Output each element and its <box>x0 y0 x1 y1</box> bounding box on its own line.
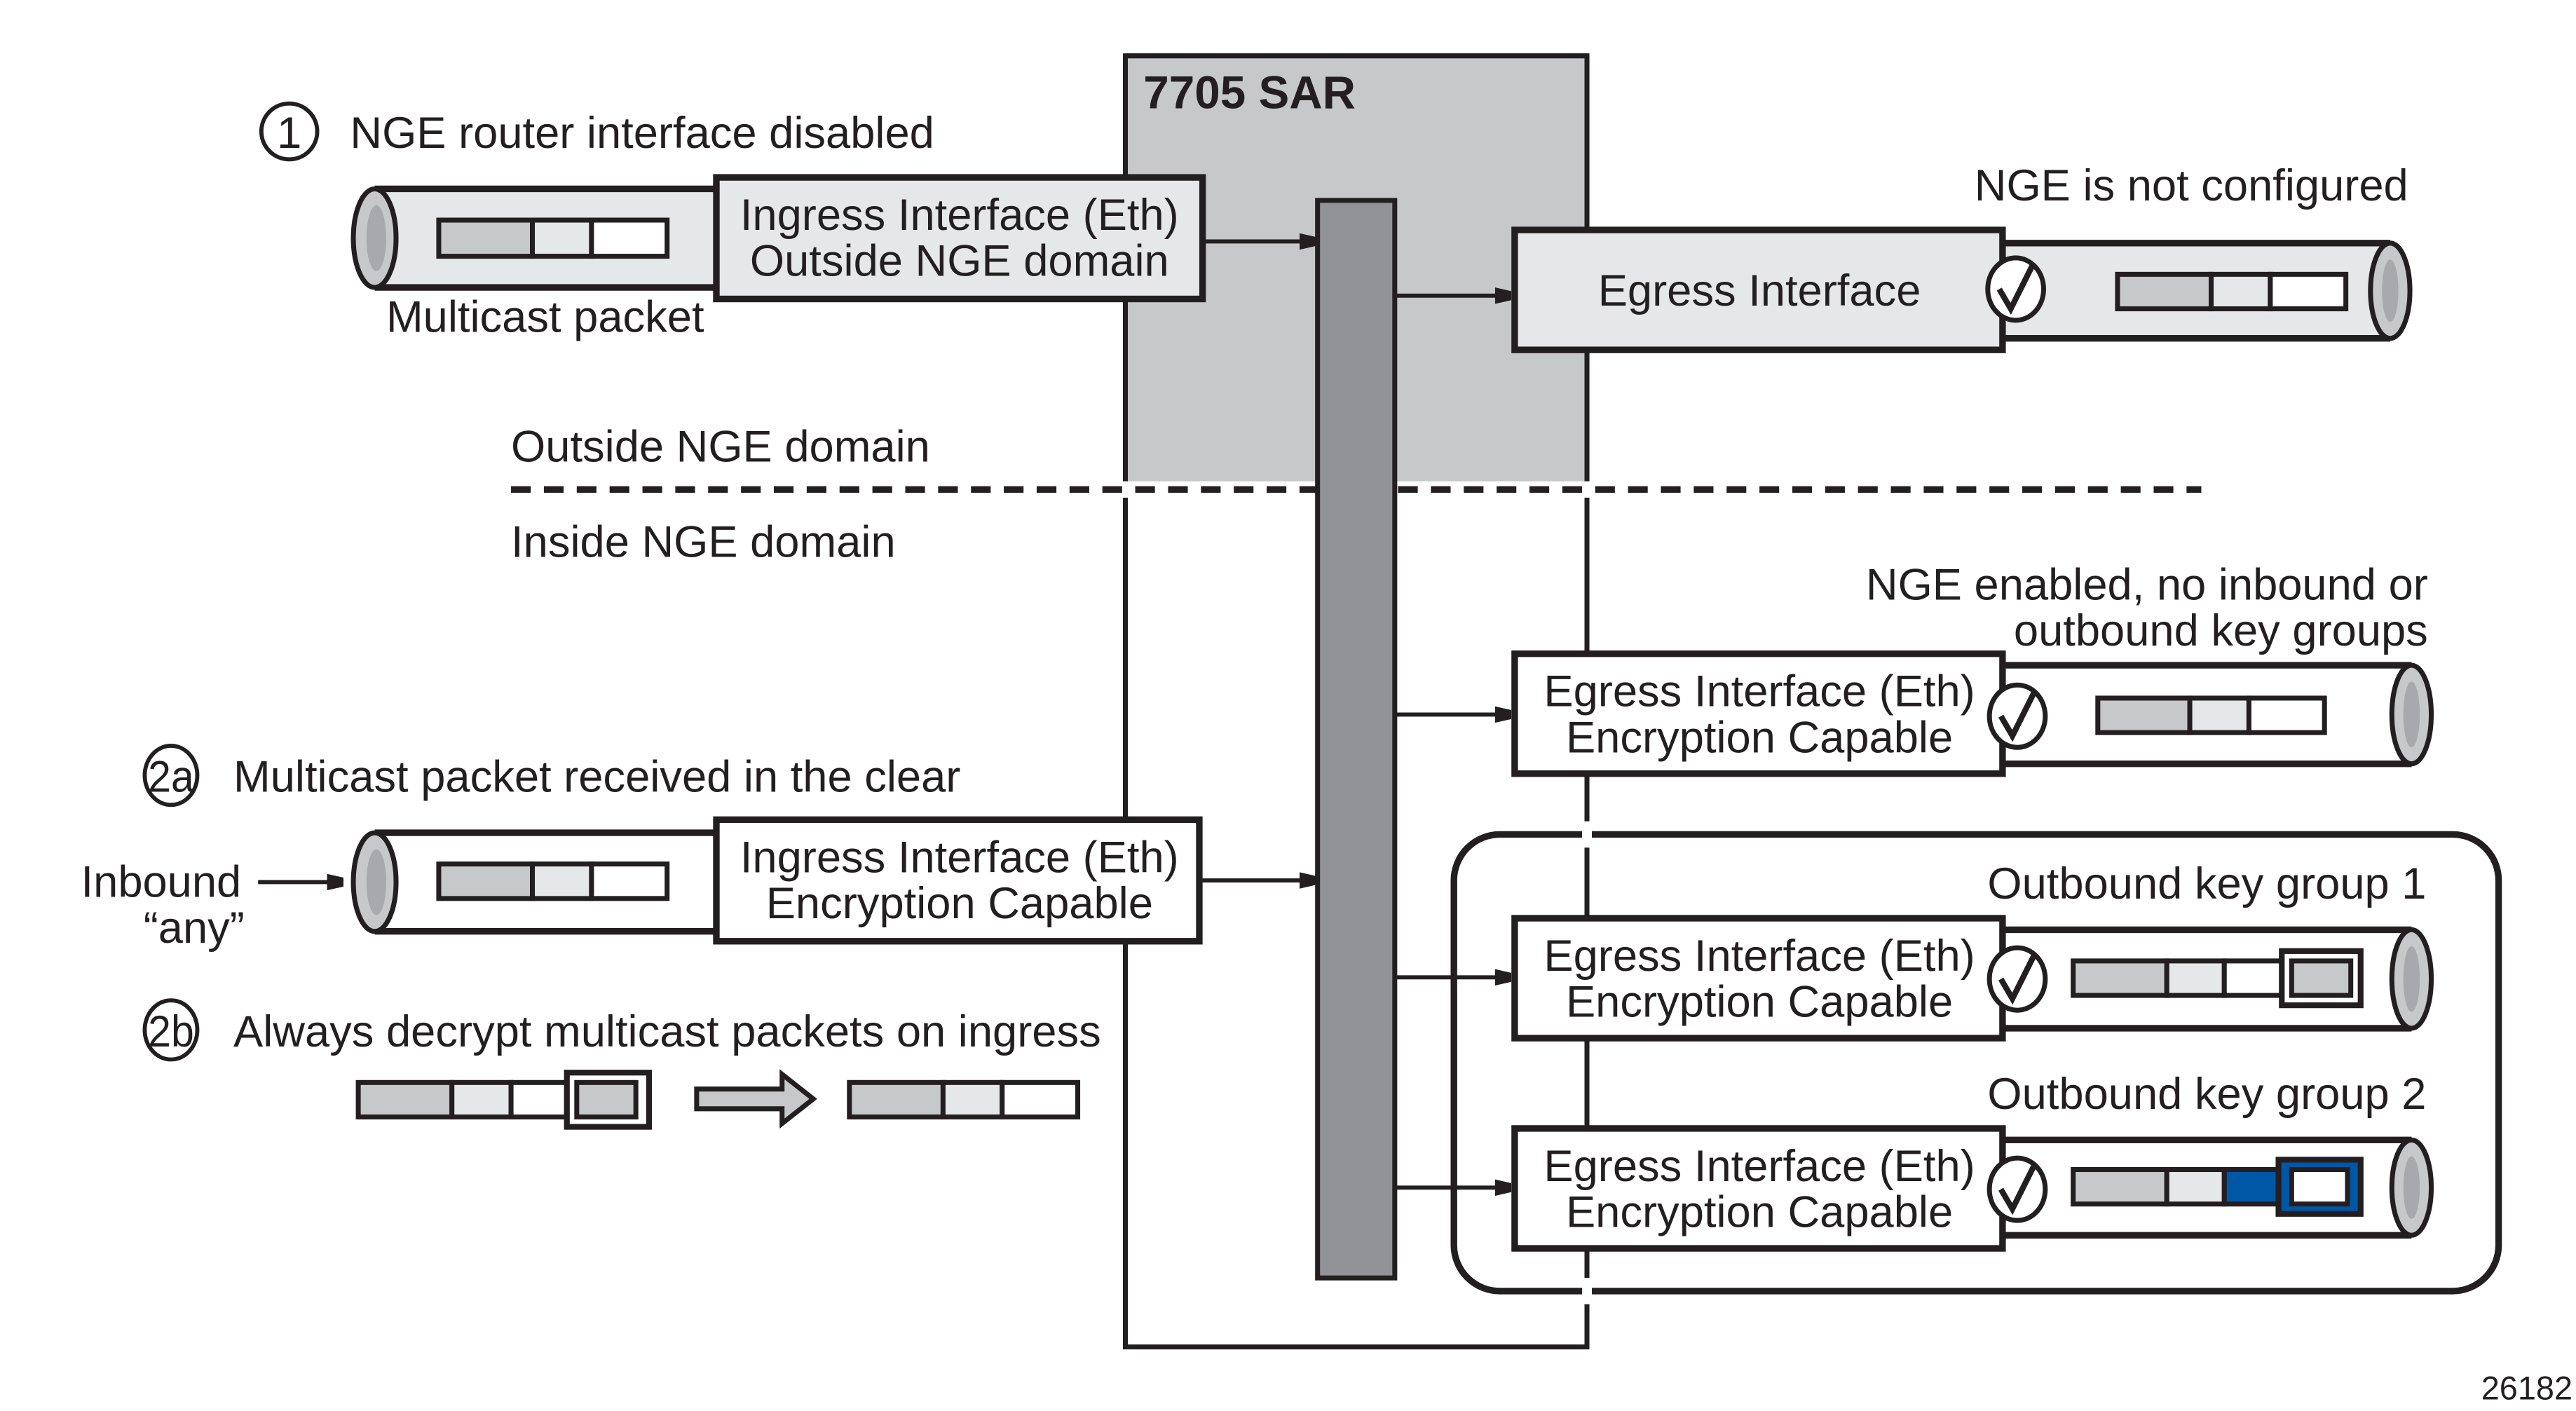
checkmark-circle-icon <box>1985 255 2046 323</box>
ingress-interface-box-1-line2: Outside NGE domain <box>750 237 1169 286</box>
egress-interface-box-3-line1: Egress Interface (Eth) <box>1543 932 1975 981</box>
multicast-packet-label: Multicast packet <box>386 292 704 341</box>
backplane-bar <box>1315 198 1398 1281</box>
encrypted-packet-icon <box>2071 1157 2364 1217</box>
step-badge-2b-label: 2b <box>148 1007 194 1056</box>
decrypt-arrow-icon <box>694 1069 817 1129</box>
ingress-interface-box-1 <box>713 174 1206 303</box>
egress-pipe-2 <box>1996 662 2434 768</box>
packet-icon <box>436 861 670 901</box>
egress-2-caption-line1: NGE enabled, no inbound or <box>1866 560 2428 609</box>
packet-icon <box>847 1079 1081 1120</box>
inbound-label-line1: Inbound <box>81 858 242 907</box>
scenario-1-heading: NGE router interface disabled <box>350 109 934 158</box>
egress-interface-box-4-line1: Egress Interface (Eth) <box>1543 1142 1975 1191</box>
step-badge-1-label: 1 <box>277 109 301 158</box>
egress-interface-box-3-line2: Encryption Capable <box>1566 978 1953 1027</box>
key-group-2-caption: Outbound key group 2 <box>1987 1070 2426 1119</box>
packet-icon <box>2115 271 2349 312</box>
scenario-2b-heading: Always decrypt multicast packets on ingr… <box>233 1007 1101 1056</box>
sar-device-title: 7705 SAR <box>1143 67 1356 118</box>
outside-domain-label: Outside NGE domain <box>511 423 930 472</box>
scenario-2b: 2b Always decrypt multicast packets on i… <box>142 998 1101 1130</box>
egress-interface-box-2-line2: Encryption Capable <box>1566 713 1953 762</box>
encrypted-packet-icon <box>355 1070 653 1130</box>
step-badge-2b <box>142 998 200 1062</box>
egress-interface-box-1-label: Egress Interface <box>1598 266 1921 315</box>
packet-icon <box>436 217 670 259</box>
scenario-2a: 2a Multicast packet received in the clea… <box>81 743 1314 953</box>
egress-interface-box-4 <box>1511 1125 2006 1252</box>
step-badge-2a <box>142 743 200 807</box>
checkmark-circle-icon <box>1986 1155 2048 1223</box>
key-groups-container <box>1450 831 2502 1295</box>
egress-interface-box-2-line1: Egress Interface (Eth) <box>1543 667 1975 716</box>
egress-2-caption-line2: outbound key groups <box>2014 606 2428 655</box>
checkmark-circle-icon <box>1986 682 2048 750</box>
ingress-interface-box-2-line1: Ingress Interface (Eth) <box>740 833 1179 882</box>
egress-interface-box-2 <box>1511 650 2006 777</box>
egress-interface-box-1 <box>1511 226 2006 353</box>
inside-domain-label: Inside NGE domain <box>511 517 896 566</box>
checkmark-circle-icon <box>1986 945 2048 1013</box>
inbound-label-line2: “any” <box>144 904 245 953</box>
key-group-2: Outbound key group 2 Egress Interface (E… <box>1394 1070 2434 1252</box>
scenario-1: 1 NGE router interface disabled Multicas… <box>259 101 2413 353</box>
egress-nge-enabled: NGE enabled, no inbound or outbound key … <box>1394 560 2434 777</box>
key-group-1: Outbound key group 1 Egress Interface (E… <box>1394 859 2434 1042</box>
figure-id: 26182 <box>2481 1370 2572 1407</box>
ingress-interface-box-1-line1: Ingress Interface (Eth) <box>740 191 1179 240</box>
egress-1-caption: NGE is not configured <box>1975 161 2408 210</box>
egress-interface-box-4-line2: Encryption Capable <box>1566 1188 1953 1237</box>
scenario-2a-heading: Multicast packet received in the clear <box>233 753 960 802</box>
key-group-1-caption: Outbound key group 1 <box>1987 859 2426 908</box>
step-badge-2a-label: 2a <box>148 753 194 802</box>
ingress-interface-box-2-line2: Encryption Capable <box>766 879 1153 928</box>
packet-icon <box>2095 695 2327 735</box>
encrypted-packet-icon <box>2071 948 2364 1009</box>
step-badge-1 <box>259 101 320 162</box>
